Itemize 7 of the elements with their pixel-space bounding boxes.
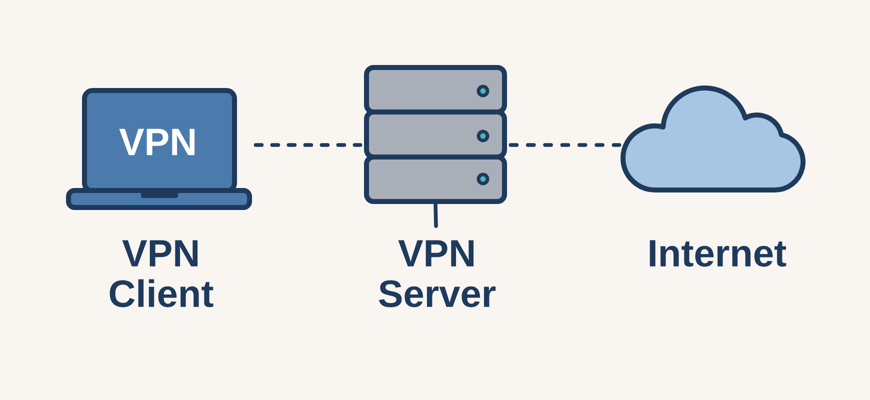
node-label: Internet xyxy=(650,240,786,267)
laptop: VPN xyxy=(66,88,252,210)
connector-line xyxy=(434,202,438,228)
node-label: VPN Client xyxy=(110,240,214,308)
node-label: VPN Server xyxy=(378,240,496,308)
dashed-line xyxy=(508,143,622,147)
dashed-line xyxy=(254,143,362,147)
